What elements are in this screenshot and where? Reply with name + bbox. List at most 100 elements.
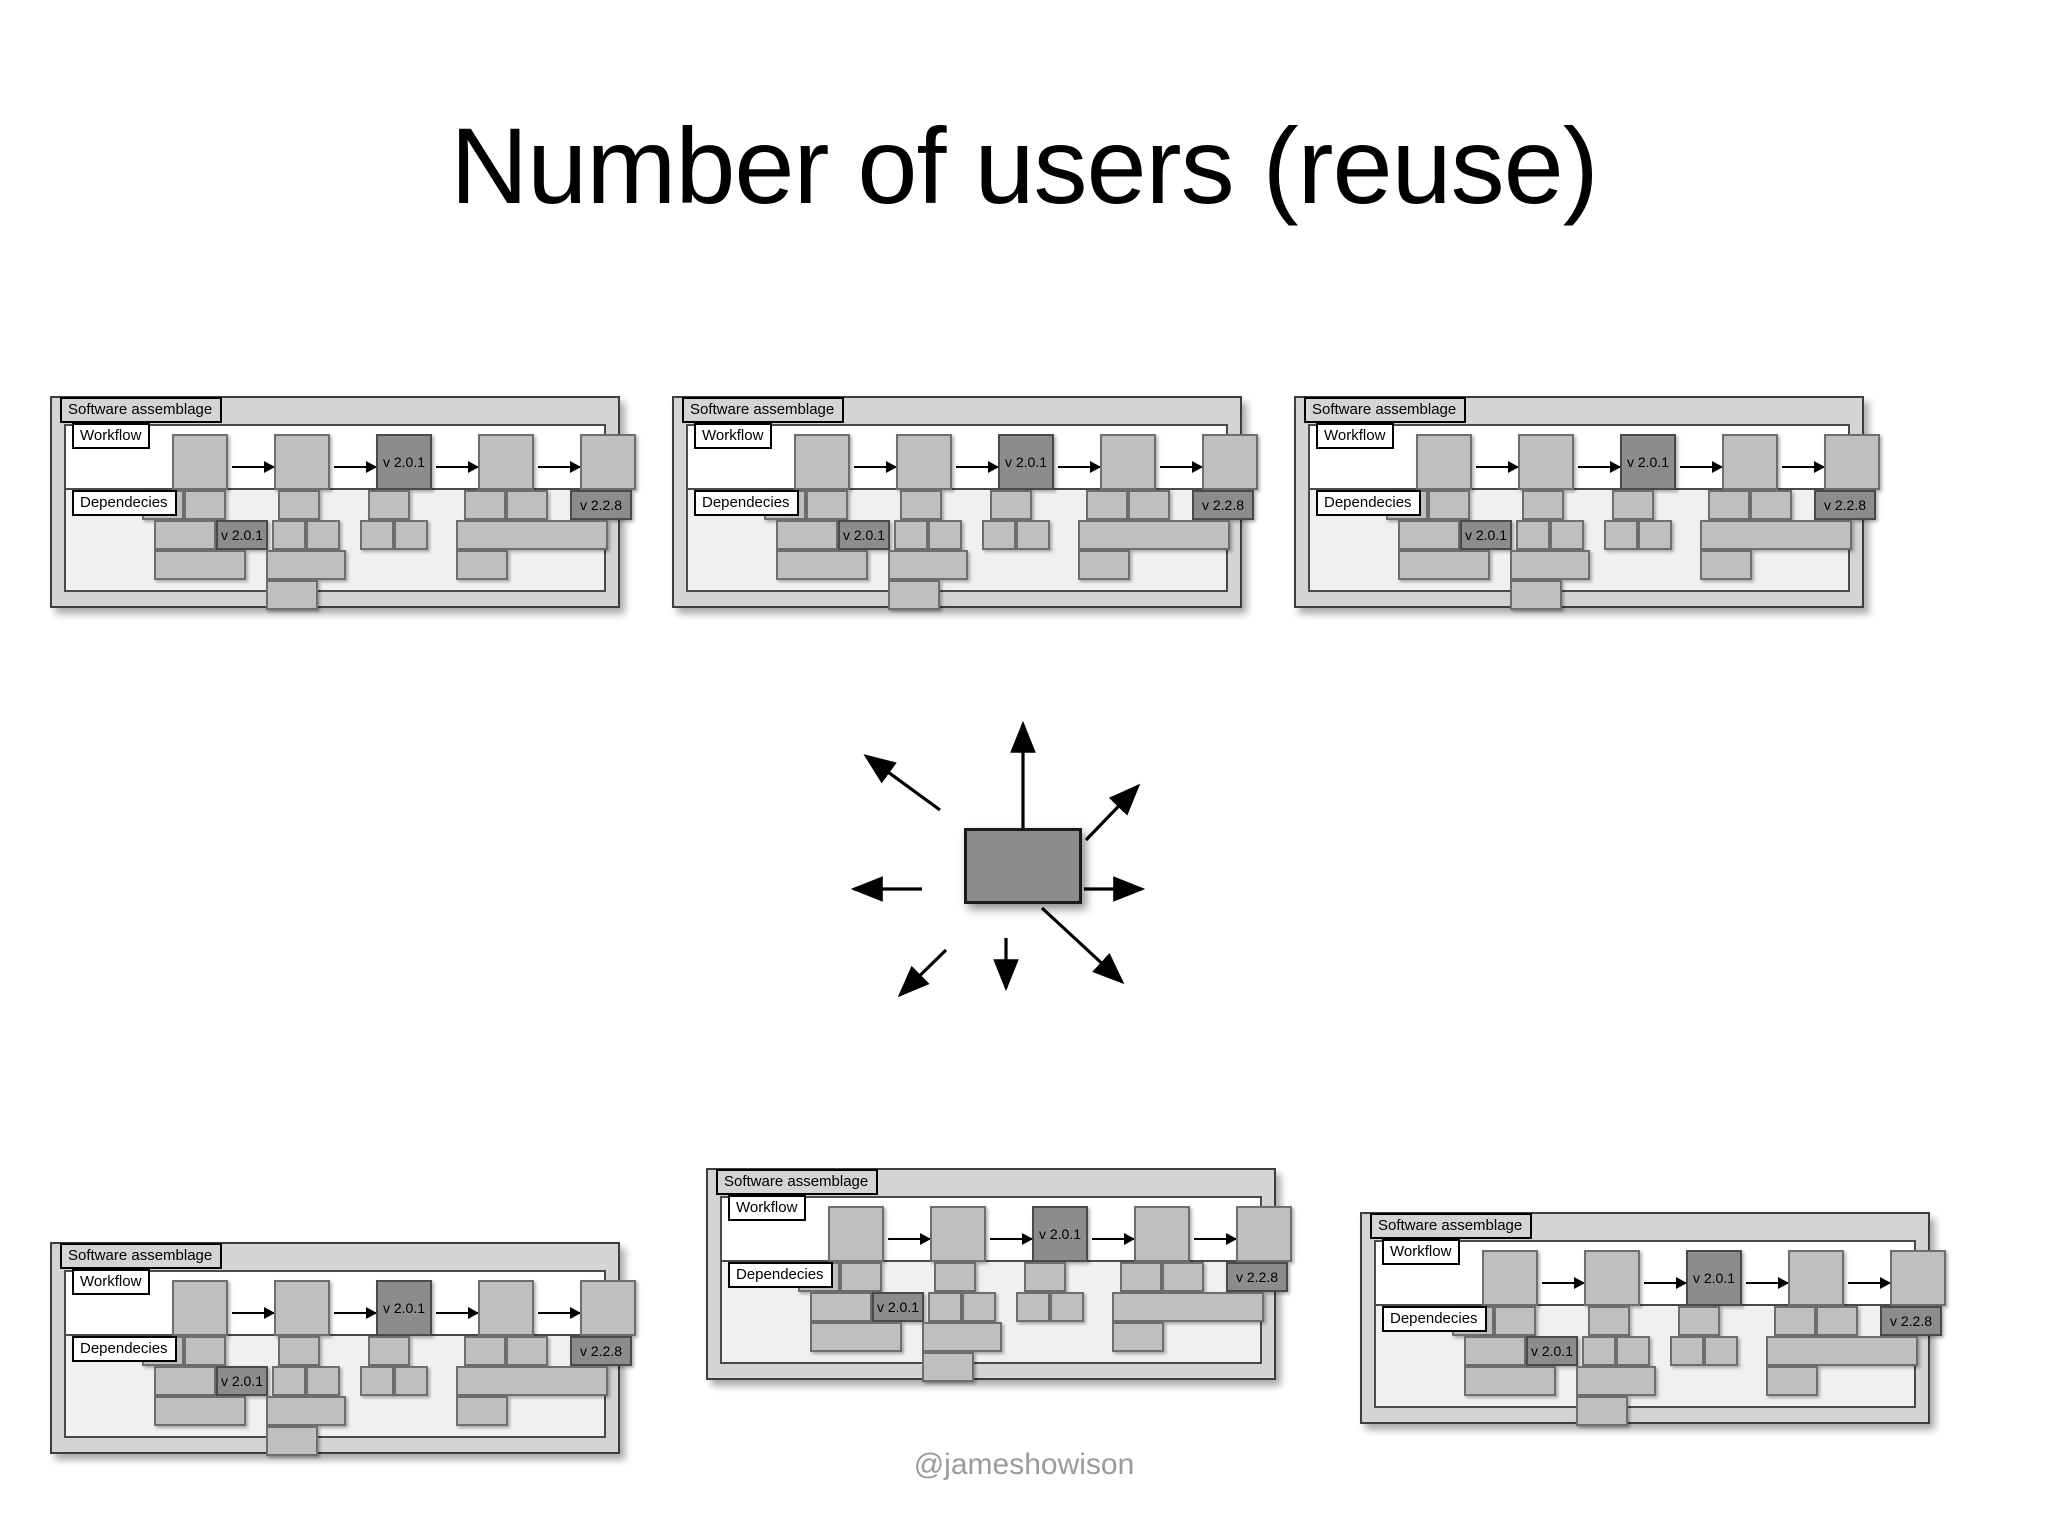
workflow-label: Workflow xyxy=(72,423,151,449)
dependency-node xyxy=(900,490,942,520)
workflow-step-3: v 2.0.1 xyxy=(1620,434,1676,490)
workflow-arrow-4 xyxy=(1194,1233,1237,1245)
dependency-node xyxy=(368,490,410,520)
dependencies-label: Dependecies xyxy=(1382,1306,1487,1332)
assemblage-title: Software assemblage xyxy=(1370,1213,1533,1239)
dependency-node xyxy=(1078,550,1130,580)
workflow-step-1 xyxy=(1482,1250,1538,1306)
dependency-node xyxy=(506,1336,548,1366)
workflow-arrow-1 xyxy=(232,1307,275,1319)
workflow-label: Workflow xyxy=(728,1195,807,1221)
workflow-step-4 xyxy=(478,1280,534,1336)
dependency-node xyxy=(306,1366,340,1396)
workflow-step-4 xyxy=(1100,434,1156,490)
dependency-node xyxy=(266,550,346,580)
workflow-arrow-4 xyxy=(1782,461,1825,473)
workflow-arrow-2 xyxy=(990,1233,1033,1245)
dependency-node xyxy=(1050,1292,1084,1322)
assemblage-inner: Workflow Dependecies v 2.0.1 v 2.2.8 v 2… xyxy=(64,423,636,610)
dependency-node xyxy=(1522,490,1564,520)
assemblage-inner: Workflow Dependecies v 2.0.1 v 2.2.8 v 2… xyxy=(1308,423,1880,610)
workflow-arrow-1 xyxy=(232,461,275,473)
assemblage-inner: Workflow Dependecies v 2.0.1 v 2.2.8 v 2… xyxy=(720,1195,1292,1382)
workflow-step-4 xyxy=(478,434,534,490)
workflow-step-5 xyxy=(1824,434,1880,490)
dependency-node xyxy=(1700,520,1852,550)
dependency-node xyxy=(464,1336,506,1366)
assemblage-bottom-right: Software assemblage Workflow Dependecies… xyxy=(1360,1212,1946,1426)
assemblage-title: Software assemblage xyxy=(682,397,845,423)
dependency-highlight-node: v 2.0.1 xyxy=(838,520,890,550)
dependency-node xyxy=(962,1292,996,1322)
workflow-arrow-2 xyxy=(334,1307,377,1319)
dependency-node xyxy=(154,1366,216,1396)
dependency-node xyxy=(456,1366,608,1396)
workflow-step-3: v 2.0.1 xyxy=(376,1280,432,1336)
dependency-node xyxy=(154,520,216,550)
dependency-node xyxy=(272,1366,306,1396)
dependency-node xyxy=(1750,490,1792,520)
assemblage-title: Software assemblage xyxy=(60,397,223,423)
dependency-node xyxy=(1638,520,1672,550)
dependency-node xyxy=(306,520,340,550)
workflow-step-5 xyxy=(580,1280,636,1336)
dependencies-label: Dependecies xyxy=(1316,490,1421,516)
workflow-step-2 xyxy=(274,1280,330,1336)
radial-arrow-up-right xyxy=(1084,783,1141,842)
dependency-node xyxy=(982,520,1016,550)
dependency-node xyxy=(1612,490,1654,520)
workflow-arrow-4 xyxy=(538,461,581,473)
workflow-step-2 xyxy=(274,434,330,490)
dependency-node xyxy=(1024,1262,1066,1292)
dependency-node xyxy=(1398,520,1460,550)
assemblage-top-center: Software assemblage Workflow Dependecies… xyxy=(672,396,1258,610)
dependency-node xyxy=(464,490,506,520)
workflow-step-2 xyxy=(1584,1250,1640,1306)
workflow-step-5 xyxy=(1202,434,1258,490)
dependency-node xyxy=(360,520,394,550)
workflow-arrow-3 xyxy=(1058,461,1101,473)
assemblage-bottom-left: Software assemblage Workflow Dependecies… xyxy=(50,1242,636,1456)
dependency-node xyxy=(922,1352,974,1382)
dependency-node xyxy=(1576,1366,1656,1396)
dependency-node xyxy=(1708,490,1750,520)
dependencies-label: Dependecies xyxy=(728,1262,833,1288)
dependency-node xyxy=(1670,1336,1704,1366)
dependency-node xyxy=(154,550,246,580)
dependency-node xyxy=(266,1426,318,1456)
dependency-node xyxy=(888,550,968,580)
dependency-highlight-node: v 2.0.1 xyxy=(1460,520,1512,550)
dependency-node xyxy=(806,490,848,520)
dependency-node xyxy=(1774,1306,1816,1336)
workflow-step-5 xyxy=(580,434,636,490)
assemblage-title: Software assemblage xyxy=(60,1243,223,1269)
dependency-node xyxy=(1112,1322,1164,1352)
dependency-node xyxy=(1700,550,1752,580)
dependency-node xyxy=(1588,1306,1630,1336)
workflow-arrow-4 xyxy=(1848,1277,1891,1289)
workflow-step-3: v 2.0.1 xyxy=(998,434,1054,490)
workflow-arrow-1 xyxy=(854,461,897,473)
dependency-node xyxy=(776,520,838,550)
workflow-step-2 xyxy=(930,1206,986,1262)
dependency-node xyxy=(1494,1306,1536,1336)
dependency-node xyxy=(184,1336,226,1366)
dependency-node xyxy=(278,1336,320,1366)
workflow-step-4 xyxy=(1788,1250,1844,1306)
workflow-step-3: v 2.0.1 xyxy=(376,434,432,490)
assemblage-inner: Workflow Dependecies v 2.0.1 v 2.2.8 v 2… xyxy=(686,423,1258,610)
radial-arrow-up-left xyxy=(863,754,941,812)
radial-arrow-down-right xyxy=(1040,906,1125,985)
workflow-step-4 xyxy=(1722,434,1778,490)
dependency-tail-node: v 2.2.8 xyxy=(1880,1306,1942,1336)
dependency-node xyxy=(1078,520,1230,550)
dependency-node xyxy=(1516,520,1550,550)
dependency-node xyxy=(1162,1262,1204,1292)
dependency-node xyxy=(894,520,928,550)
assemblage-inner: Workflow Dependecies v 2.0.1 v 2.2.8 v 2… xyxy=(1374,1239,1946,1426)
workflow-label: Workflow xyxy=(694,423,773,449)
workflow-step-1 xyxy=(172,434,228,490)
dependency-node xyxy=(266,580,318,610)
dependency-node xyxy=(272,520,306,550)
dependency-node xyxy=(154,1396,246,1426)
